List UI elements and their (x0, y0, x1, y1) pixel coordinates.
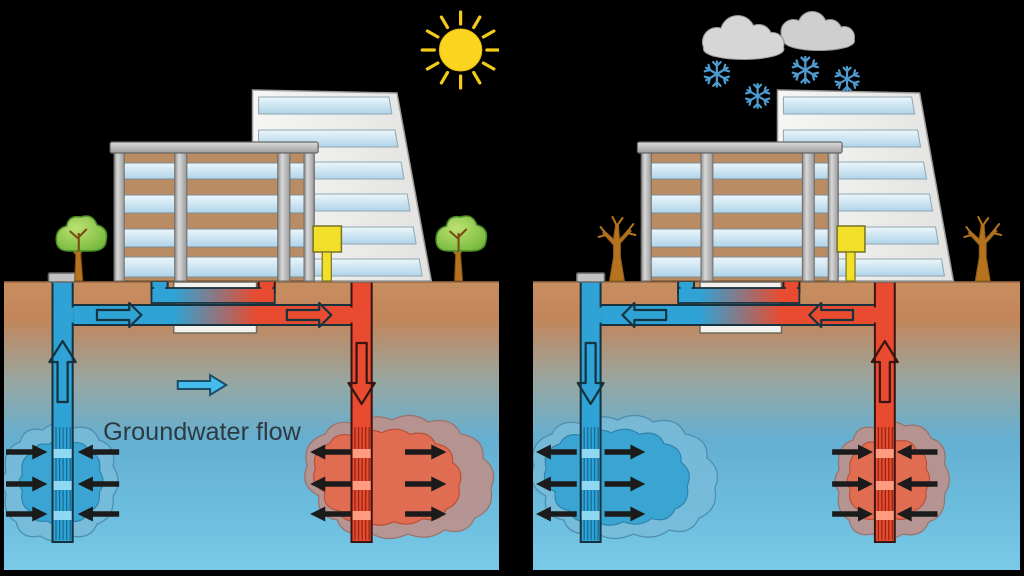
groundwater-flow-annotation: Groundwater flow (103, 373, 302, 446)
groundwater-flow-label: Groundwater flow (103, 418, 302, 446)
panel-winter (533, 0, 1020, 570)
bare-tree-icon (597, 216, 637, 282)
groundwater-flow-arrow-icon (176, 373, 229, 397)
cold-pipe-flow-right-arrow (95, 301, 143, 329)
bare-tree-icon (963, 216, 1003, 282)
leafy-tree-icon (435, 214, 488, 283)
warm-well-up-arrow (870, 339, 899, 404)
winter-scene (533, 11, 1020, 570)
panel-summer: Groundwater flow (4, 0, 499, 570)
leafy-tree-icon (55, 214, 108, 283)
snowflake-icon (745, 84, 769, 108)
snowflake-icon (835, 67, 859, 91)
warm-well-down-arrow (347, 341, 376, 406)
warm-pipe-flow-right-arrow (285, 301, 333, 329)
cold-well-down-arrow (576, 341, 605, 406)
snowflake-icon (792, 57, 818, 83)
summer-scene: Groundwater flow (4, 0, 499, 570)
warm-pipe-flow-left-arrow (808, 301, 855, 329)
sun-icon (422, 12, 499, 88)
office-buildings (109, 89, 433, 282)
cold-well-up-arrow (48, 339, 77, 404)
cold-pipe-flow-left-arrow (621, 301, 668, 329)
snowflake-icon (704, 62, 729, 87)
office-buildings (636, 89, 955, 282)
